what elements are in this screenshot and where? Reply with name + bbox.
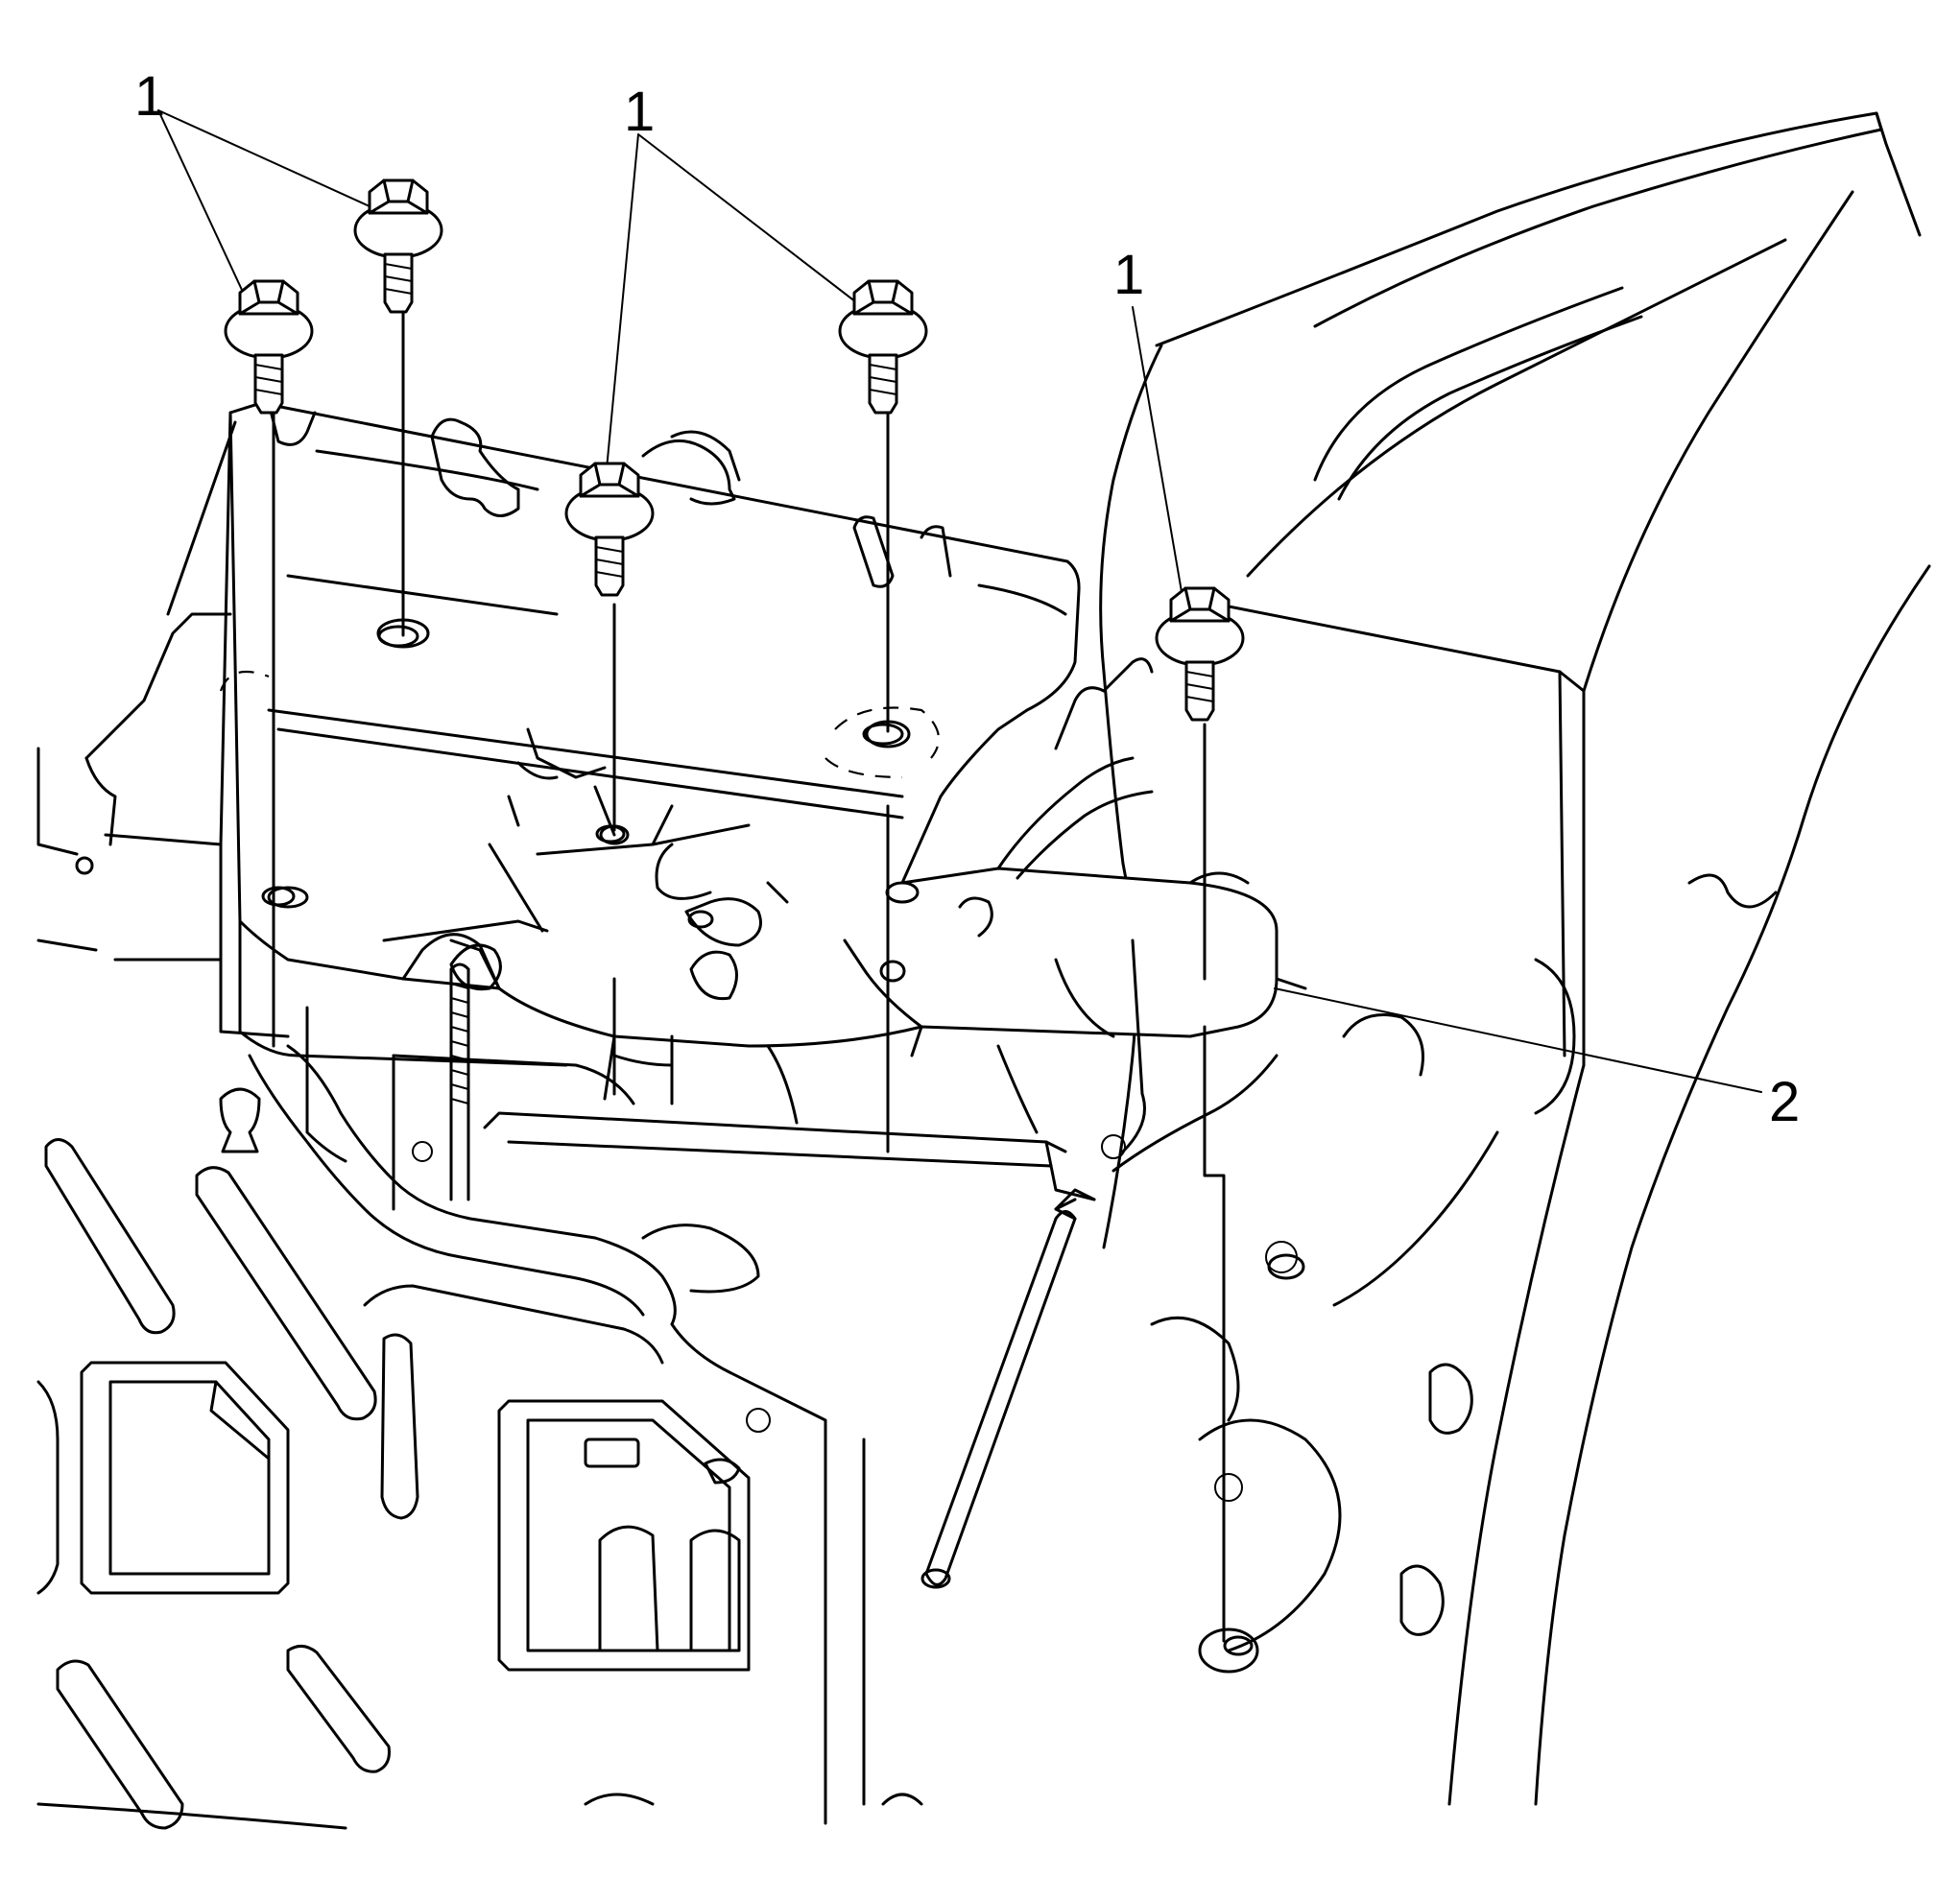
bolt-3 — [564, 462, 655, 597]
bolt-centerlines — [272, 286, 1226, 1643]
body-structure-right — [1099, 111, 1931, 1806]
leader-2 — [1274, 987, 1762, 1093]
callout-1-right: 1 — [1113, 244, 1145, 306]
mount-hole-3 — [595, 824, 626, 843]
bolt-1 — [224, 279, 314, 415]
leader-1c — [1132, 306, 1186, 615]
leader-1a-right — [157, 109, 370, 207]
leader-1a-left — [157, 109, 255, 318]
floor-pan-lower-left — [36, 747, 1126, 1830]
bolt-5 — [1155, 586, 1245, 722]
mount-hole-5 — [1223, 1635, 1254, 1656]
bolt-4 — [838, 279, 928, 415]
callout-leaders — [157, 109, 1762, 1093]
callout-1-center: 1 — [624, 81, 656, 143]
callout-1-left: 1 — [134, 65, 166, 128]
mount-hole-2 — [862, 723, 904, 746]
bracket-assembly — [75, 401, 1307, 1674]
leader-1b-right — [637, 133, 870, 313]
callout-2: 2 — [1769, 1071, 1801, 1133]
mount-hole-1 — [377, 625, 419, 648]
stud — [449, 962, 470, 1201]
bolt-2 — [353, 178, 443, 314]
mount-hole-4 — [261, 886, 296, 907]
leader-1b-left — [604, 133, 639, 490]
